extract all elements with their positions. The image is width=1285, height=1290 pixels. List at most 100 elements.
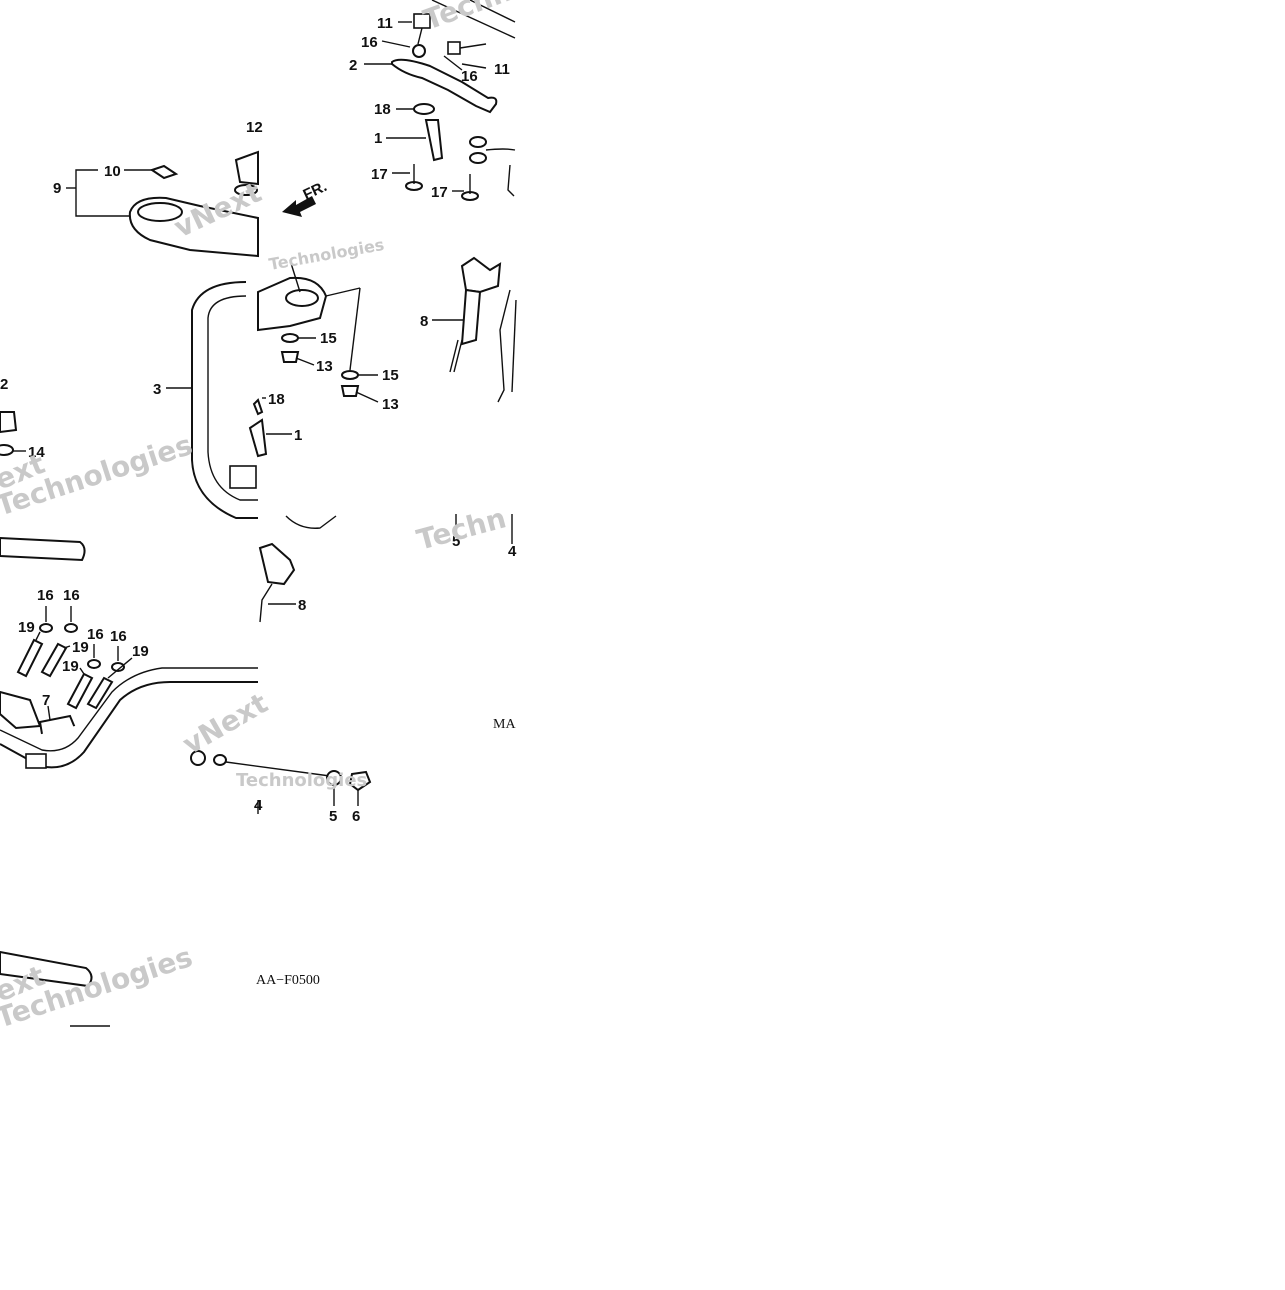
leader-line [349,287,361,371]
label-14: 14 [28,444,45,461]
wire [485,148,516,151]
label-10: 10 [104,163,121,180]
washer [341,370,359,380]
label-16: 16 [461,68,478,85]
washer [413,103,435,115]
leader-line [295,357,315,366]
bridge-bore [137,202,183,222]
fitting [326,770,342,786]
cap [39,623,53,633]
bracket [75,169,130,217]
frame-rail [469,0,516,23]
label-11: 11 [494,61,510,78]
handlebar-straight [0,950,93,988]
stem-nut [234,150,259,186]
holder-top [258,542,296,586]
clamp [348,770,372,792]
washer [234,184,258,196]
label-19: 19 [18,619,35,636]
leader-line [289,259,301,293]
label-1: 1 [374,130,382,147]
fitting [213,754,227,766]
label-8: 8 [298,597,306,614]
label-7: 7 [42,692,50,709]
label-13: 13 [316,358,333,375]
direction-arrow-icon [282,196,316,217]
holder-body [259,583,273,623]
direction-label: FR. [301,178,330,204]
label-3: 3 [153,381,161,398]
washer [281,333,299,343]
label-11: 11 [377,15,393,32]
fitting [190,750,206,766]
watermark: Technologies [236,770,367,791]
holder-body [460,288,482,346]
label-1: 1 [294,427,302,444]
label-9: 9 [53,180,61,197]
label-19: 19 [62,658,79,675]
knurl [229,465,257,489]
bolt-shank [459,43,487,49]
label-4: 4 [508,543,517,560]
label-18: 18 [374,101,391,118]
label-4: 4 [254,797,263,814]
washer [469,152,487,164]
panel-bottom-left: 16 16 19 19 16 16 19 19 7 [0,536,258,769]
label-5: 5 [329,808,337,825]
shaft [225,761,331,777]
handlebar-straight [0,536,86,562]
holder-stud [453,339,463,373]
label-16: 16 [63,587,80,604]
nut [280,351,300,363]
leader-line [443,55,463,71]
bridge-bore [285,289,319,307]
panel-top-right: 11 16 2 16 11 18 1 17 17 Technologies [349,0,622,201]
label-16: 16 [87,626,104,643]
panel-bottom: ext Technologies AA−F0500 [0,940,320,1035]
leader-line [107,657,133,679]
panel-top-left: 9 10 12 3 2 14 vNext ext Technologies [0,119,266,523]
label-15: 15 [320,330,337,347]
washer [412,44,426,58]
washer [0,444,14,456]
label-2: 2 [349,57,357,74]
label-18: 18 [268,391,285,408]
bolt-19 [66,672,94,710]
label-6: 6 [352,808,360,825]
holder-stud [449,339,459,373]
holder-lower [0,690,42,730]
label-17: 17 [431,184,448,201]
handlebar-upper-inner [207,295,258,501]
diagram-code-left: AA−F0500 [256,973,320,988]
label-19: 19 [72,639,89,656]
stem-nut [0,411,18,434]
cap [87,659,101,669]
label-16: 16 [361,34,378,51]
cable-clip [391,58,498,114]
wire [507,164,515,197]
frame-rail [431,0,516,39]
label-2: 2 [0,376,8,393]
cap [64,623,78,633]
holder-top [460,256,502,294]
handlebar-lower-inner [0,667,258,752]
watermark: Techn [413,501,509,556]
washer [252,398,264,416]
label-19: 19 [132,643,149,660]
leader-line [355,391,379,403]
panel-middle: FR. 15 13 15 13 18 1 Technologies [248,178,399,529]
cap [111,662,125,672]
label-17: 17 [371,166,388,183]
washer [469,136,487,148]
plate [149,164,179,180]
leader-line [47,705,51,721]
bolt-set [16,606,133,710]
label-15: 15 [382,367,399,384]
bolt-19 [16,638,44,678]
panel-right-middle: 8 5 4 Techn MA [413,256,517,732]
nut [340,385,360,397]
leader-line [325,287,361,297]
bolt-19 [40,642,68,678]
